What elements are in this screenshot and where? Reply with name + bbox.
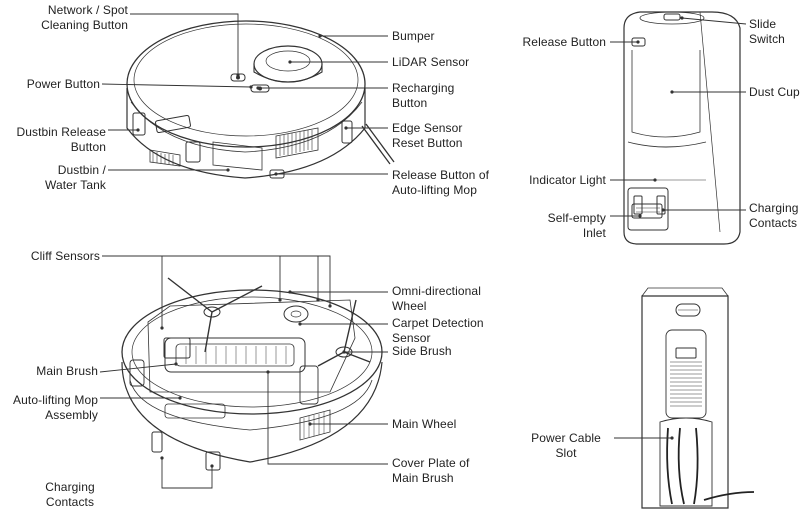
label-power-button: Power Button: [26, 77, 100, 91]
label-bumper: Bumper: [392, 29, 435, 43]
label-lidar-sensor: LiDAR Sensor: [392, 55, 470, 69]
label-cover-plate-main-brush: Cover Plate of Main Brush: [392, 456, 470, 485]
label-dust-cup: Dust Cup: [749, 85, 800, 99]
label-release-button-mop: Release Button of Auto-lifting Mop: [392, 168, 490, 197]
label-slide-switch: Slide Switch: [749, 17, 785, 46]
robot-top-view: [126, 20, 395, 179]
label-bottom-charging-contacts: Charging Contacts: [45, 480, 95, 509]
label-edge-sensor-reset: Edge Sensor Reset Button: [392, 121, 463, 150]
label-mop-assembly: Auto-lifting Mop Assembly: [13, 393, 98, 422]
label-main-brush: Main Brush: [36, 364, 98, 378]
dock-station: [623, 11, 741, 245]
label-cliff-sensors: Cliff Sensors: [30, 249, 100, 263]
label-side-brush: Side Brush: [392, 344, 452, 358]
label-network-spot-button: Network / Spot Cleaning Button: [41, 3, 128, 32]
label-indicator-light: Indicator Light: [529, 173, 606, 187]
label-station-charging-contacts: Charging Contacts: [749, 201, 799, 230]
label-dustbin-water-tank: Dustbin / Water Tank: [44, 163, 106, 192]
label-self-empty-inlet: Self-empty Inlet: [547, 211, 606, 240]
leader-lines: [99, 13, 747, 489]
label-main-wheel: Main Wheel: [392, 417, 457, 431]
label-omni-directional-wheel: Omni-directional Wheel: [392, 284, 481, 313]
label-recharging-button: Recharging Button: [392, 81, 455, 110]
label-power-cable-slot: Power Cable Slot: [531, 431, 601, 460]
leader-dots: [136, 16, 684, 468]
station-back-view: [641, 287, 755, 509]
robot-bottom-view: [121, 277, 383, 471]
label-dustbin-release-button: Dustbin Release Button: [16, 125, 106, 154]
label-station-release-button: Release Button: [522, 35, 606, 49]
label-carpet-detection-sensor: Carpet Detection Sensor: [392, 316, 484, 345]
